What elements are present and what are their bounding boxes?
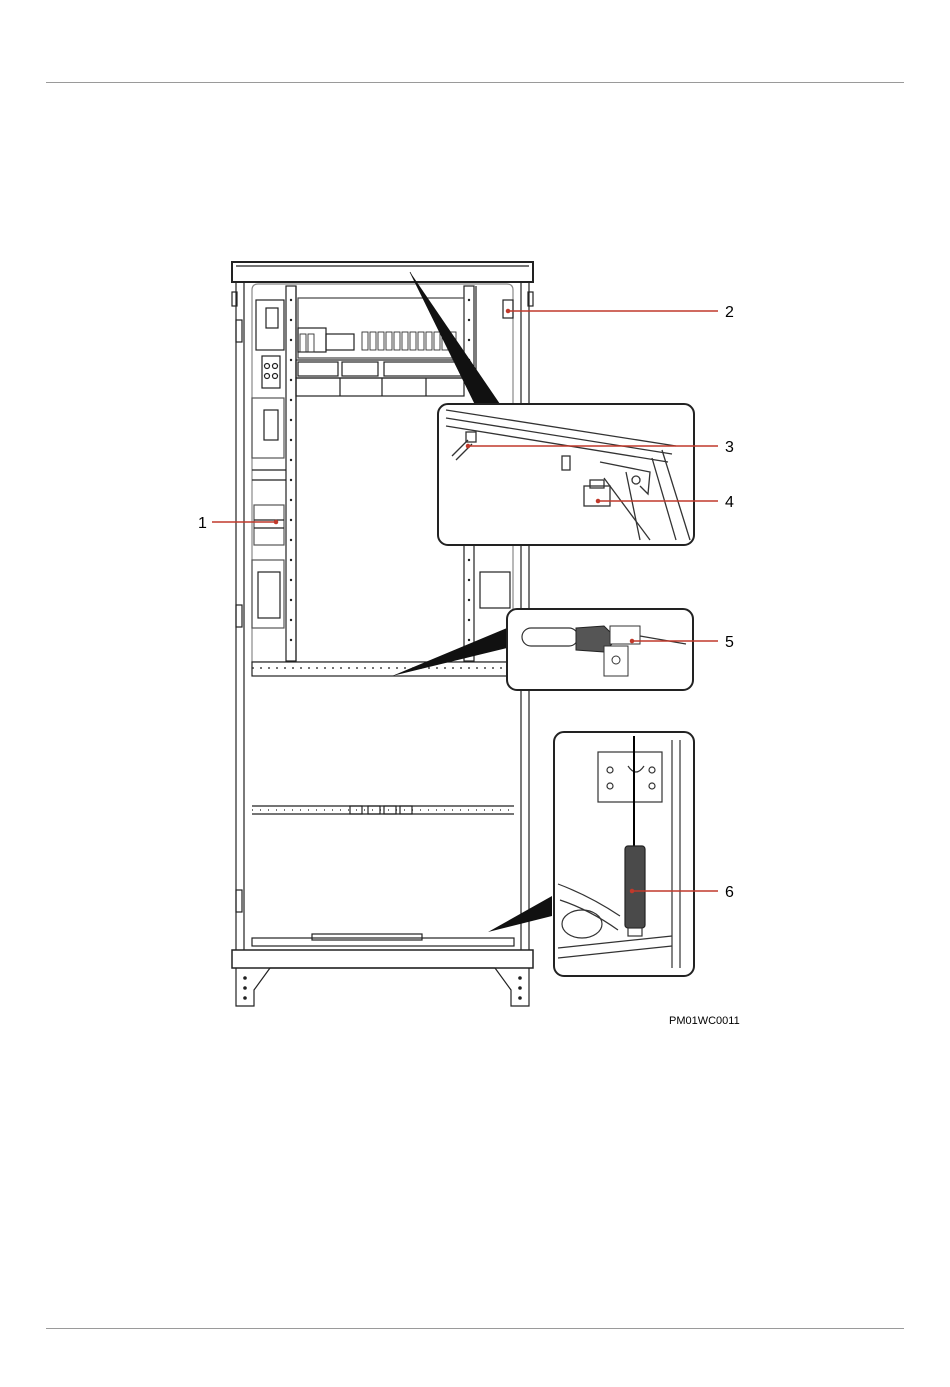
detail-view-middle bbox=[507, 609, 693, 690]
callout-1: 1 bbox=[198, 515, 207, 532]
detail-view-bottom bbox=[554, 732, 694, 976]
callout-6: 6 bbox=[725, 884, 734, 901]
detail-view-top bbox=[438, 404, 694, 545]
callout-3: 3 bbox=[725, 439, 734, 456]
zoom-wedges bbox=[392, 272, 552, 932]
figure-id: PM01WC0011 bbox=[669, 1015, 740, 1027]
callout-2: 2 bbox=[725, 304, 734, 321]
callout-4: 4 bbox=[725, 494, 734, 511]
footer-rule bbox=[46, 1328, 904, 1329]
cabinet-body bbox=[232, 262, 533, 1006]
callout-5: 5 bbox=[725, 634, 734, 651]
